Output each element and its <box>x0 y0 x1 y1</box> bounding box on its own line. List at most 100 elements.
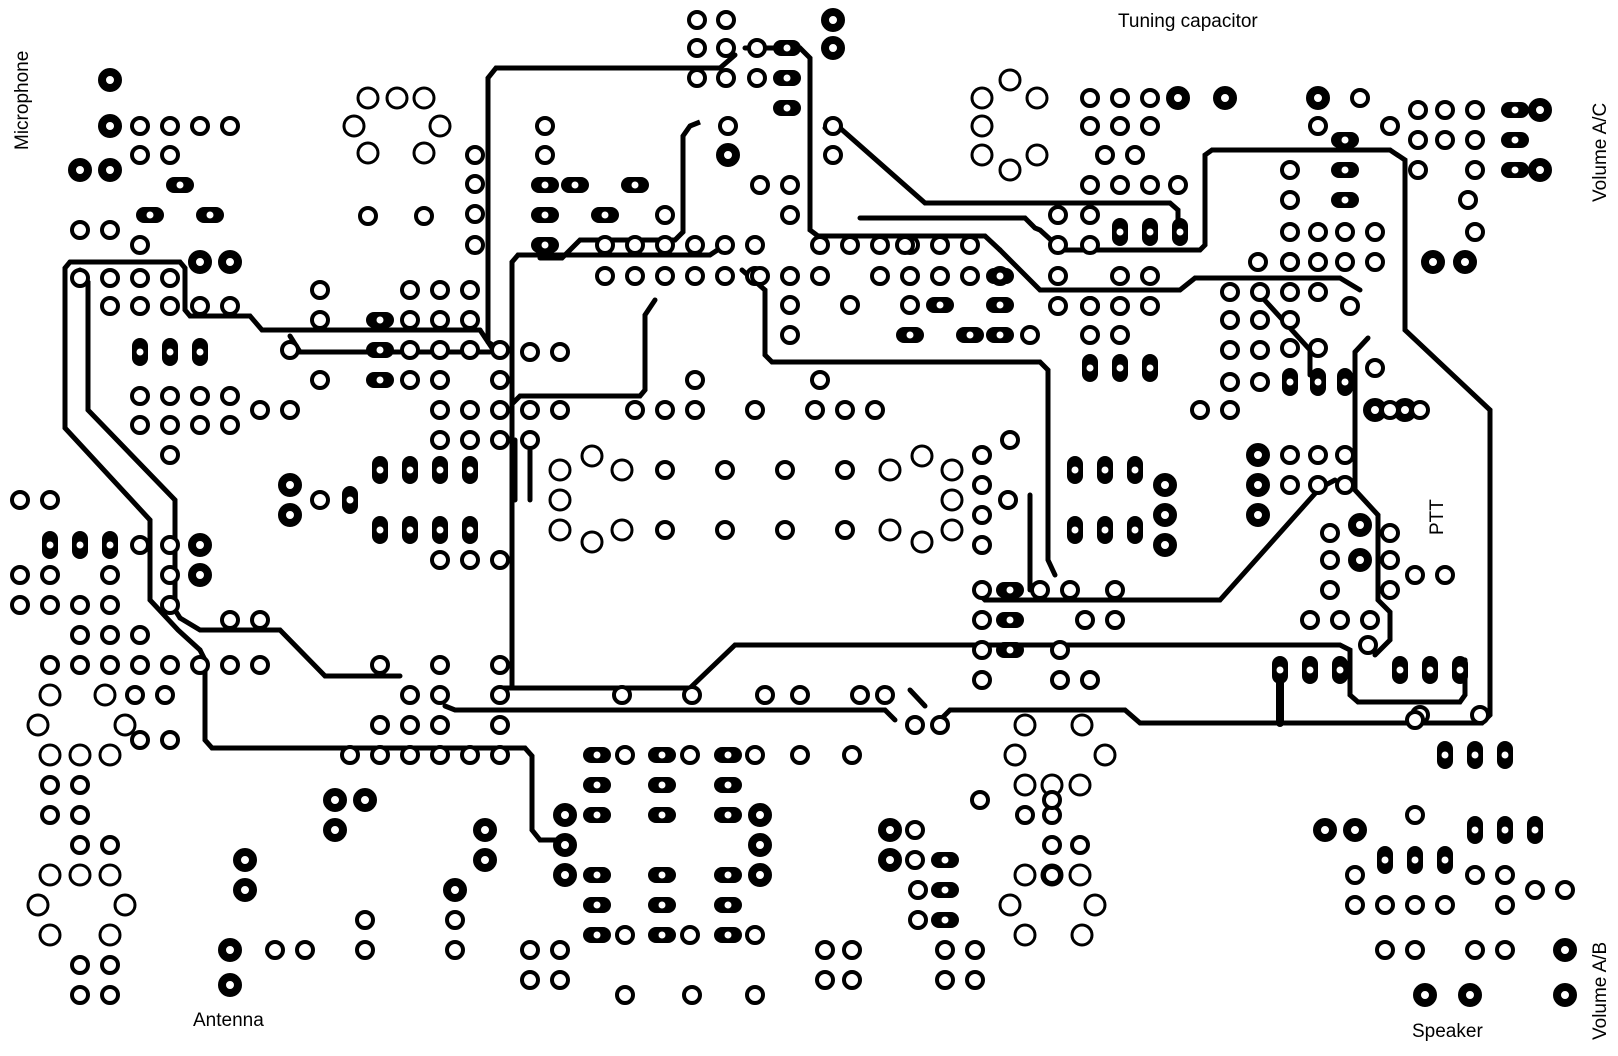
large-pad <box>878 458 902 482</box>
pad <box>430 280 450 300</box>
pad <box>1105 610 1125 630</box>
pad <box>1280 190 1300 210</box>
pad <box>1168 175 1188 195</box>
pad <box>960 235 980 255</box>
pad-hole <box>1146 364 1154 372</box>
trace <box>177 615 403 679</box>
thick-pad <box>218 250 242 274</box>
pad-hole <box>1131 466 1139 474</box>
pad-hole <box>1341 378 1349 386</box>
thick-pad <box>68 158 92 182</box>
pad <box>130 116 150 136</box>
thick-pad <box>1313 818 1337 842</box>
thick-pad <box>1246 443 1270 467</box>
pad <box>1080 670 1100 690</box>
pad <box>400 370 420 390</box>
pad-hole <box>783 104 791 112</box>
pad <box>972 505 992 525</box>
thick-pad <box>1553 983 1577 1007</box>
pad <box>520 342 540 362</box>
pad <box>1320 523 1340 543</box>
thick-pad <box>218 973 242 997</box>
pad <box>1465 940 1485 960</box>
pad <box>1465 222 1485 242</box>
pad <box>220 655 240 675</box>
thick-pad <box>233 878 257 902</box>
pad <box>535 116 555 136</box>
pad <box>747 38 767 58</box>
trace <box>197 647 563 843</box>
large-pad <box>1070 713 1094 737</box>
pad <box>100 955 120 975</box>
pad <box>155 685 175 705</box>
pad <box>1110 116 1130 136</box>
pad <box>1060 580 1080 600</box>
large-pad <box>1093 743 1117 767</box>
pad <box>1405 710 1425 730</box>
thick-pad <box>278 473 302 497</box>
pad-hole <box>1341 136 1349 144</box>
pad-hole <box>1471 826 1479 834</box>
pad <box>972 670 992 690</box>
pad <box>100 296 120 316</box>
pad <box>685 400 705 420</box>
pad <box>1525 880 1545 900</box>
pad <box>130 145 150 165</box>
pad <box>1220 340 1240 360</box>
large-pad <box>38 923 62 947</box>
pad-hole <box>658 781 666 789</box>
pad <box>1375 895 1395 915</box>
pad <box>998 490 1018 510</box>
pad <box>490 655 510 675</box>
pad <box>100 835 120 855</box>
pad <box>595 235 615 255</box>
pad <box>1435 895 1455 915</box>
pad <box>460 550 480 570</box>
pad <box>747 68 767 88</box>
large-pad <box>970 86 994 110</box>
pad <box>1220 310 1240 330</box>
pad-hole <box>996 331 1004 339</box>
pad <box>160 296 180 316</box>
pad-hole <box>1441 856 1449 864</box>
large-pad <box>412 86 436 110</box>
pad <box>1080 205 1100 225</box>
pad <box>220 116 240 136</box>
pad-hole <box>376 346 384 354</box>
pad-hole <box>1116 228 1124 236</box>
pad <box>1495 940 1515 960</box>
pad <box>310 370 330 390</box>
pad <box>1048 235 1068 255</box>
pad-hole <box>406 526 414 534</box>
pad <box>100 220 120 240</box>
pad <box>615 925 635 945</box>
pad <box>1000 430 1020 450</box>
pad <box>1050 640 1070 660</box>
pad <box>160 565 180 585</box>
pad <box>10 595 30 615</box>
pad <box>930 235 950 255</box>
pad-hole <box>1501 751 1509 759</box>
pad <box>1340 296 1360 316</box>
pad <box>1380 550 1400 570</box>
large-pad <box>610 518 634 542</box>
pad <box>716 10 736 30</box>
pad <box>40 565 60 585</box>
pad <box>1080 235 1100 255</box>
pad <box>100 985 120 1005</box>
pad <box>130 386 150 406</box>
pad <box>595 266 615 286</box>
large-pad <box>93 683 117 707</box>
pad <box>1220 400 1240 420</box>
pad <box>1408 130 1428 150</box>
pad <box>460 310 480 330</box>
thick-pad <box>1413 983 1437 1007</box>
large-pad <box>1013 773 1037 797</box>
thick-pad <box>98 68 122 92</box>
pad <box>445 940 465 960</box>
pad <box>1250 282 1270 302</box>
pad <box>1465 865 1485 885</box>
pad <box>130 730 150 750</box>
pad <box>810 370 830 390</box>
pad-hole <box>541 181 549 189</box>
